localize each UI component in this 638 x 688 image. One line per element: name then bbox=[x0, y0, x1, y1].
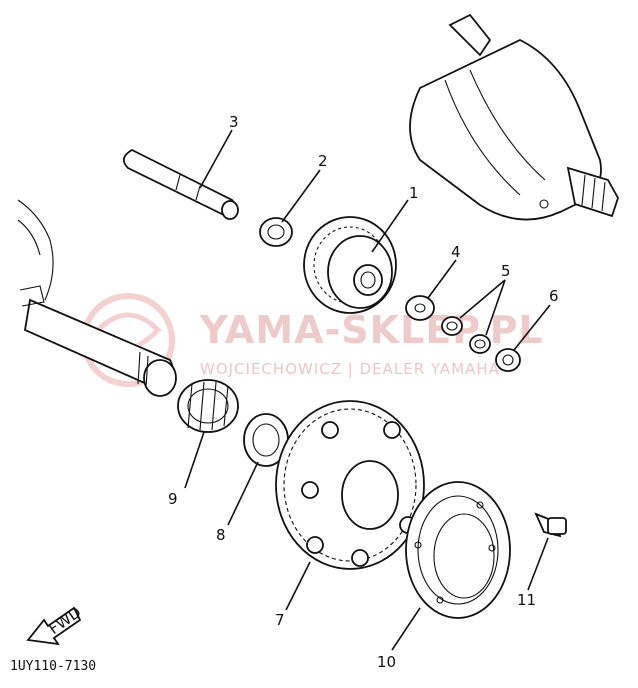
watermark-dealer: WOJCIECHOWICZ | DEALER YAMAHA bbox=[200, 360, 500, 378]
part-bolt bbox=[534, 512, 567, 538]
part-needle-bearing-large bbox=[177, 379, 239, 433]
part-washer-4 bbox=[405, 295, 435, 321]
callout-1: 1 bbox=[409, 184, 419, 202]
callout-4: 4 bbox=[451, 243, 461, 261]
callout-11: 11 bbox=[517, 591, 536, 609]
callout-9: 9 bbox=[168, 490, 178, 508]
callout-3: 3 bbox=[229, 113, 239, 131]
watermark-brand: YAMA-SKLEP.PL bbox=[199, 308, 544, 352]
part-circlip-5b bbox=[469, 334, 491, 354]
fwd-label: FWD bbox=[45, 603, 84, 638]
callout-6: 6 bbox=[549, 287, 559, 305]
leader-lines bbox=[184, 129, 551, 651]
part-cover-plate bbox=[405, 481, 511, 619]
part-washer-6 bbox=[495, 348, 521, 372]
callout-8: 8 bbox=[216, 526, 226, 544]
callout-7: 7 bbox=[275, 611, 285, 629]
starter-motor bbox=[409, 13, 619, 221]
part-starter-wheel-gear bbox=[275, 400, 425, 570]
crankshaft bbox=[17, 199, 177, 397]
part-circlip-5a bbox=[441, 316, 463, 336]
part-needle-bearing-small bbox=[259, 217, 293, 247]
fwd-arrow-icon: FWD bbox=[26, 603, 84, 646]
callout-5: 5 bbox=[501, 262, 511, 280]
diagram-code: 1UY110-7130 bbox=[10, 659, 96, 674]
callout-10: 10 bbox=[377, 653, 396, 671]
part-clutch-gear bbox=[303, 216, 397, 314]
part-shaft bbox=[122, 148, 239, 220]
callout-2: 2 bbox=[318, 152, 328, 170]
